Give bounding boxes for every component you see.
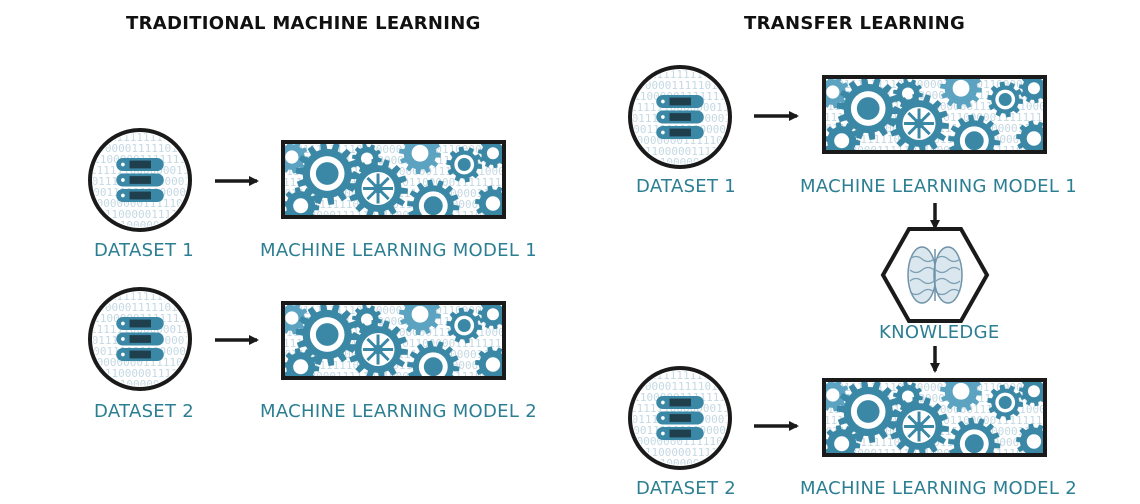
svg-text:1000000011111011000: 1000000011111011000 bbox=[90, 356, 216, 369]
svg-text:1101100000111111110: 1101100000111111110 bbox=[85, 367, 211, 380]
svg-text:1000000011111011000: 1000000011111011000 bbox=[90, 197, 216, 210]
traditional-ml-title: TRADITIONAL MACHINE LEARNING bbox=[126, 13, 481, 34]
left-dataset-1-label: DATASET 1 bbox=[94, 240, 195, 261]
svg-text:1111111000000011111: 1111111000000011111 bbox=[80, 219, 206, 232]
right-model-1-label: MACHINE LEARNING MODEL 1 bbox=[800, 176, 1077, 197]
left-model-1-label: MACHINE LEARNING MODEL 1 bbox=[260, 240, 537, 261]
svg-text:1000000011111011000: 1000000011111011000 bbox=[630, 134, 756, 147]
transfer-learning-title: TRANSFER LEARNING bbox=[744, 13, 966, 34]
left-model-2-box: 0001111111100000001111101100000111111000… bbox=[281, 301, 506, 380]
svg-text:0000000111110110000: 0000000111110110000 bbox=[85, 301, 211, 314]
svg-text:0001111111100000001: 0001111111100000001 bbox=[630, 369, 756, 382]
svg-text:1101100000111111110: 1101100000111111110 bbox=[625, 145, 751, 158]
left-dataset-2-label: DATASET 2 bbox=[94, 401, 195, 422]
svg-text:1111111000000011111: 1111111000000011111 bbox=[620, 457, 746, 470]
left-model-1-box: 0001111111100000001111101100000111111000… bbox=[281, 140, 506, 219]
right-dataset-2-label: DATASET 2 bbox=[636, 478, 737, 499]
right-dataset-1-label: DATASET 1 bbox=[636, 176, 737, 197]
knowledge-hexagon bbox=[880, 227, 990, 323]
svg-text:0000000111110110000: 0000000111110110000 bbox=[625, 380, 751, 393]
svg-text:0001111111100000001: 0001111111100000001 bbox=[90, 290, 216, 303]
svg-text:0000000111110110000: 0000000111110110000 bbox=[85, 142, 211, 155]
svg-text:1111111000000011111: 1111111000000011111 bbox=[80, 378, 206, 391]
svg-text:0001111111100000001: 0001111111100000001 bbox=[90, 131, 216, 144]
svg-text:1101100000111111110: 1101100000111111110 bbox=[625, 446, 751, 459]
svg-text:0000000111110110000: 0000000111110110000 bbox=[625, 79, 751, 92]
svg-text:1111111000000011111: 1111111000000011111 bbox=[620, 156, 746, 169]
svg-text:1101100000111111110: 1101100000111111110 bbox=[85, 208, 211, 221]
svg-text:1000000011111011000: 1000000011111011000 bbox=[630, 435, 756, 448]
right-model-2-box: 0001111111100000001111101100000111111000… bbox=[822, 378, 1047, 457]
svg-text:0001111111100000001: 0001111111100000001 bbox=[630, 68, 756, 81]
right-model-1-box: 0001111111100000001111101100000111111000… bbox=[822, 75, 1047, 154]
right-model-2-label: MACHINE LEARNING MODEL 2 bbox=[800, 478, 1077, 499]
left-model-2-label: MACHINE LEARNING MODEL 2 bbox=[260, 401, 537, 422]
brain-icon bbox=[907, 246, 963, 304]
knowledge-label: KNOWLEDGE bbox=[879, 322, 1000, 343]
